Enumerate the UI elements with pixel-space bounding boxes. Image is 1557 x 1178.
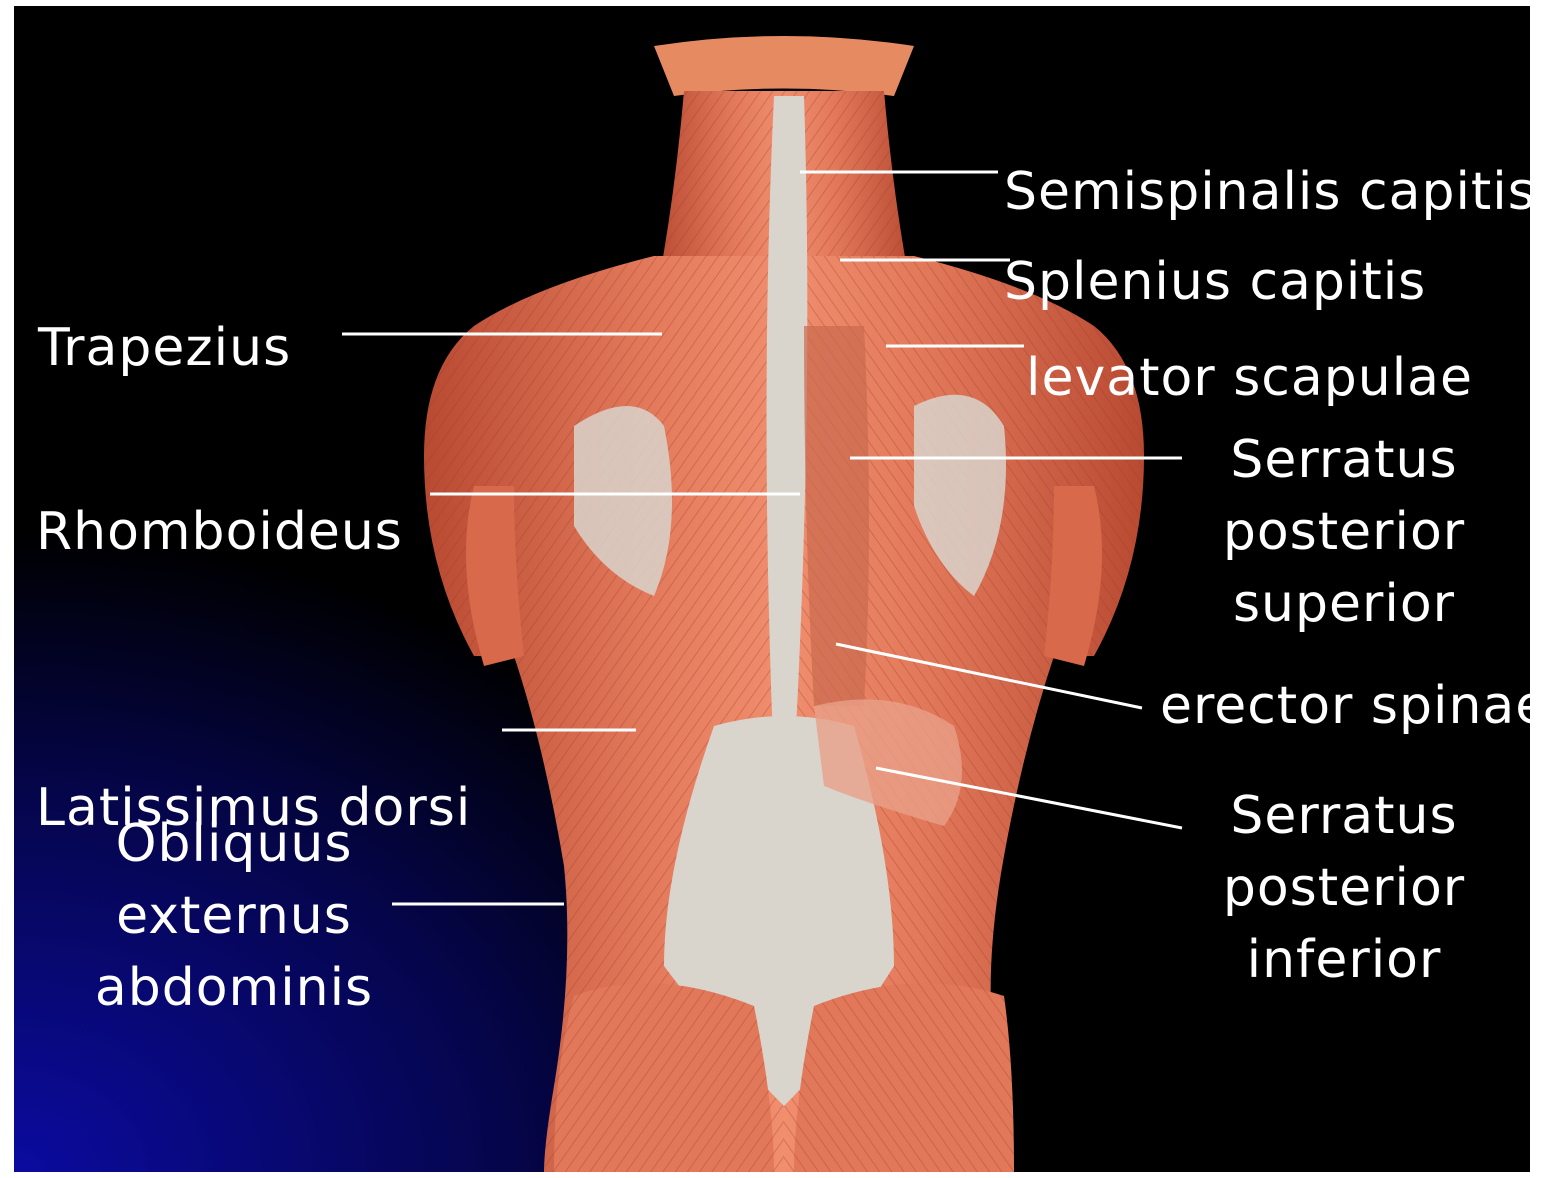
label-obliquus-line1: Obliquus xyxy=(64,808,404,880)
label-serratus-sup-line2: posterior xyxy=(1194,496,1494,568)
label-serratus-posterior-inferior: Serratus posterior inferior xyxy=(1194,780,1494,996)
label-levator-scapulae: levator scapulae xyxy=(1026,342,1473,414)
label-serratus-posterior-superior: Serratus posterior superior xyxy=(1194,424,1494,640)
label-rhomboideus: Rhomboideus xyxy=(36,496,403,568)
label-trapezius: Trapezius xyxy=(38,312,291,384)
label-obliquus-line2: externus xyxy=(64,880,404,952)
label-splenius-capitis: Splenius capitis xyxy=(1004,246,1426,318)
anatomy-slide: Semispinalis capitis Splenius capitis le… xyxy=(14,6,1530,1172)
label-erector-spinae: erector spinae xyxy=(1160,670,1530,742)
label-serratus-inf-line2: posterior xyxy=(1194,852,1494,924)
label-obliquus-line3: abdominis xyxy=(64,952,404,1024)
label-serratus-sup-line1: Serratus xyxy=(1194,424,1494,496)
label-semispinalis-capitis: Semispinalis capitis xyxy=(1004,156,1530,228)
label-serratus-sup-line3: superior xyxy=(1194,568,1494,640)
label-obliquus-externus-abdominis: Obliquus externus abdominis xyxy=(64,808,404,1024)
label-serratus-inf-line3: inferior xyxy=(1194,924,1494,996)
label-serratus-inf-line1: Serratus xyxy=(1194,780,1494,852)
